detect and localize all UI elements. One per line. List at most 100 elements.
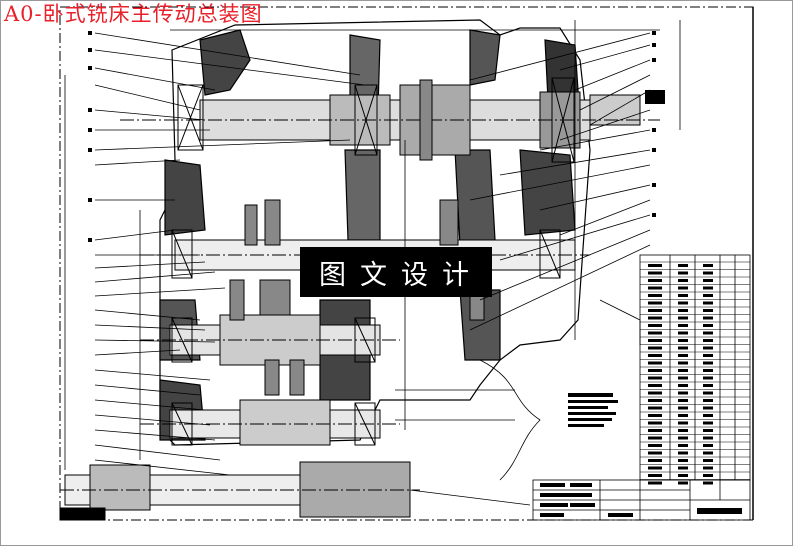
parts-list-row-mark [703,324,713,327]
parts-list-row-mark [703,309,713,312]
main-spindle-shaft [120,84,660,156]
parts-list-row-mark [703,451,713,455]
parts-list-row-mark [703,346,713,350]
parts-list-row-mark [703,376,713,380]
parts-list-row-mark [678,406,688,410]
parts-list-row-mark [648,324,662,327]
parts-list-row-mark [678,391,688,395]
parts-list-row-mark [703,271,713,275]
title-block [532,479,751,521]
parts-list-row-mark [703,331,713,335]
gear-set [229,79,485,396]
watermark-banner: 图文设计 [300,247,492,297]
parts-list-row-mark [678,271,688,275]
parts-list-row-mark [703,399,713,402]
parts-list-row-mark [648,331,662,335]
parts-list-row-mark [648,294,662,297]
part-number-marks [88,31,665,242]
parts-list-row-mark [703,286,713,290]
parts-list-row-mark [678,264,688,267]
parts-list-rows [640,261,750,485]
parts-list-row-mark [678,466,688,470]
parts-list-row-mark [678,436,688,440]
parts-list-row-mark [678,361,688,365]
parts-list-row-mark [703,384,713,387]
parts-list-row-mark [703,316,713,320]
parts-list-row-mark [678,331,688,335]
parts-list-row-mark [648,384,662,387]
parts-list-row-mark [678,301,688,305]
parts-list-row-mark [703,354,713,357]
parts-list-row-mark [648,264,662,267]
parts-list-row-mark [648,354,662,357]
parts-list-row-mark [703,294,713,297]
parts-list-row-mark [703,361,713,365]
parts-list-row-mark [703,466,713,470]
parts-list-row-mark [678,384,688,387]
parts-list-row-mark [678,451,688,455]
parts-list-row-mark [703,279,713,282]
parts-list-row-mark [703,444,713,447]
parts-list-row-mark [703,429,713,432]
gearbox-housing [159,19,591,446]
parts-list-row-mark [678,294,688,297]
parts-list-row-mark [648,316,662,320]
parts-list-row-mark [648,399,662,402]
parts-list-row-mark [678,481,688,485]
parts-list-row-mark [648,279,662,282]
parts-list-row-mark [703,436,713,440]
parts-list-row-mark [648,339,662,342]
parts-list-row-mark [648,361,662,365]
parts-list-row-mark [648,286,662,290]
parts-list-row-mark [648,466,662,470]
parts-list-row-mark [678,376,688,380]
parts-list-row-mark [648,481,662,485]
parts-list-row-mark [648,369,662,372]
parts-list-row-mark [678,339,688,342]
parts-list-row-mark [703,481,713,485]
parts-list-row-mark [678,429,688,432]
parts-list-row-mark [703,406,713,410]
parts-list-row-mark [648,459,662,462]
parts-list-row-mark [648,474,662,477]
parts-list-row-mark [648,346,662,350]
parts-list-row-mark [703,414,713,417]
parts-list-row-mark [678,316,688,320]
motor-coupling-shaft [59,461,420,521]
bearings [171,77,575,446]
drawing-title: A0-卧式铣床主传动总装图 [4,2,263,26]
technical-notes-block [568,393,618,427]
parts-list-row-mark [648,406,662,410]
parts-list-row-mark [678,421,688,425]
parts-list-row-mark [678,414,688,417]
parts-list-row-mark [678,279,688,282]
parts-list-row-mark [648,309,662,312]
parts-list-row-mark [703,339,713,342]
parts-list-row-mark [648,451,662,455]
parts-list-row-mark [648,421,662,425]
parts-list-row-mark [648,429,662,432]
parts-list-row-mark [648,301,662,305]
input-shaft [140,399,400,446]
parts-list-row-mark [648,444,662,447]
parts-list-row-mark [678,286,688,290]
part-leader-lines-left [94,32,366,476]
parts-list-row-mark [703,391,713,395]
parts-list-row-mark [648,271,662,275]
parts-list-row-mark [703,301,713,305]
parts-list-row-mark [678,444,688,447]
parts-list-row-mark [678,459,688,462]
parts-list-row-mark [678,324,688,327]
parts-list-row-mark [678,309,688,312]
parts-list-row-mark [648,391,662,395]
parts-list-row-mark [703,264,713,267]
parts-list-row-mark [678,369,688,372]
parts-list-row-mark [703,474,713,477]
parts-list-row-mark [703,369,713,372]
parts-list-row-mark [703,459,713,462]
title-block-text-marks [540,483,742,517]
parts-list-row-mark [678,399,688,402]
parts-list-row-mark [678,346,688,350]
